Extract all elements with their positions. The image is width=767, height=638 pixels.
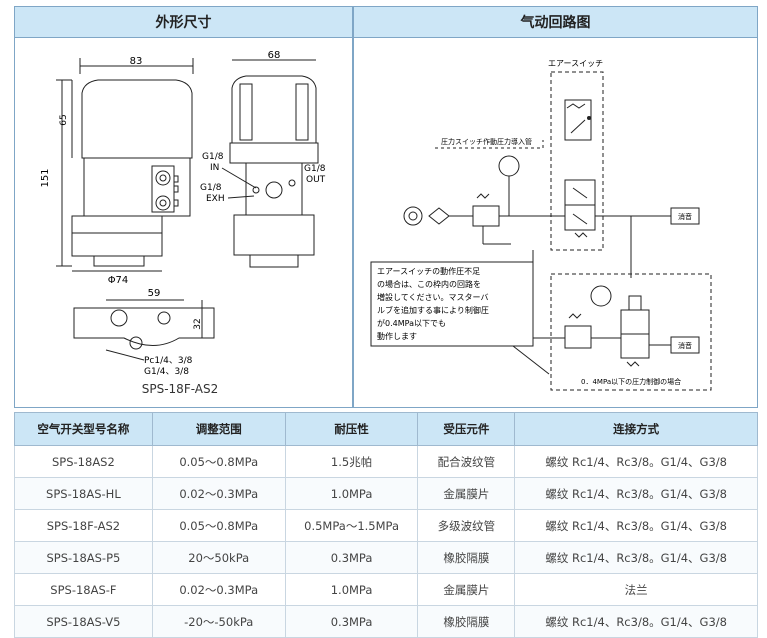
out-port-size: G1/8	[304, 164, 326, 174]
bottom-view: 59 32 Pc1/4、3/8 G1/4、3/8	[73, 288, 215, 377]
note-line-1: エアースイッチの動作圧不足	[377, 266, 480, 276]
model-caption: SPS-18F-AS2	[141, 382, 219, 396]
cell-model: SPS-18AS-P5	[14, 541, 153, 574]
cell-pressure: 0.3MPa	[284, 605, 419, 638]
table-row: SPS-18AS2 0.05～0.8MPa 1.5兆帕 配合波纹管 螺纹 Rc1…	[14, 445, 758, 478]
out-port-label: OUT	[306, 175, 326, 185]
dim-side: 32	[193, 318, 203, 329]
cell-element: 配合波纹管	[417, 445, 516, 478]
cell-element: 多级波纹管	[417, 509, 516, 542]
cell-connection: 螺纹 Rc1/4、Rc3/8。G1/4、G3/8	[514, 541, 758, 574]
air-switch-label: エアースイッチ	[548, 59, 603, 68]
note-line-3: 増設してください。マスターバ	[377, 292, 488, 302]
cell-pressure: 1.0MPa	[284, 477, 419, 510]
dim-width-bottom: 59	[148, 288, 161, 299]
header-element: 受压元件	[417, 412, 516, 446]
cell-pressure: 0.3MPa	[284, 541, 419, 574]
dim-height-cap: 65	[59, 114, 69, 125]
exh-port-size: G1/8	[200, 183, 222, 193]
cell-connection: 螺纹 Rc1/4、Rc3/8。G1/4、G3/8	[514, 477, 758, 510]
dim-height-total: 151	[40, 168, 51, 187]
note-line-5: が0.4MPa以下でも	[377, 318, 446, 328]
cell-model: SPS-18F-AS2	[14, 509, 153, 542]
cell-range: 20～50kPa	[151, 541, 286, 574]
table-row: SPS-18AS-F 0.02～0.3MPa 1.0MPa 金属膜片 法兰	[14, 573, 758, 606]
circuit-diagram: エアースイッチ 圧力スイッチ作動圧力導入管 消音	[370, 59, 712, 391]
header-connection: 连接方式	[514, 412, 758, 446]
cell-connection: 螺纹 Rc1/4、Rc3/8。G1/4、G3/8	[514, 605, 758, 638]
header-model: 空气开关型号名称	[14, 412, 153, 446]
cell-connection: 螺纹 Rc1/4、Rc3/8。G1/4、G3/8	[514, 509, 758, 542]
note-text: エアースイッチの動作圧不足 の場合は、この枠内の回路を 増設してください。マスタ…	[377, 266, 491, 341]
cell-pressure: 0.5MPa～1.5MPa	[284, 509, 419, 542]
dimension-drawing: 83 151 65 Φ74 68	[40, 50, 326, 377]
spec-table: 空气开关型号名称 调整范围 耐压性 受压元件 连接方式 SPS-18AS2 0.…	[14, 412, 758, 638]
dim-width-top: 83	[130, 56, 143, 67]
table-header-row: 空气开关型号名称 调整范围 耐压性 受压元件 连接方式	[14, 412, 758, 446]
cell-model: SPS-18AS2	[14, 445, 153, 478]
in-port-size: G1/8	[202, 152, 224, 162]
cell-range: 0.05～0.8MPa	[151, 445, 286, 478]
cell-element: 金属膜片	[417, 477, 516, 510]
note-line-4: ルブを追加する事により制御圧	[377, 305, 489, 315]
dim-width-side: 68	[268, 50, 281, 61]
port-label-g: G1/4、3/8	[144, 367, 189, 377]
table-row: SPS-18AS-V5 -20～-50kPa 0.3MPa 橡胶隔膜 螺纹 Rc…	[14, 605, 758, 638]
cell-connection: 法兰	[514, 573, 758, 606]
cell-element: 金属膜片	[417, 573, 516, 606]
dim-diameter: Φ74	[108, 275, 129, 286]
front-view: 83 151 65 Φ74	[40, 56, 194, 286]
note-line-6: 動作します	[377, 331, 417, 341]
port-label-pc: Pc1/4、3/8	[144, 356, 193, 366]
low-pressure-note: 0．4MPa以下の圧力制御の場合	[581, 377, 681, 386]
in-port-label: IN	[210, 163, 219, 173]
cell-range: -20～-50kPa	[151, 605, 286, 638]
header-range: 调整范围	[151, 412, 286, 446]
cell-element: 橡胶隔膜	[417, 541, 516, 574]
exh-port-label: EXH	[206, 194, 225, 204]
cell-range: 0.02～0.3MPa	[151, 477, 286, 510]
pressure-pipe-label: 圧力スイッチ作動圧力導入管	[441, 137, 532, 146]
muffler-2: 消音	[678, 341, 692, 350]
cell-model: SPS-18AS-V5	[14, 605, 153, 638]
circuit-panel-title: 气动回路图	[353, 6, 758, 38]
cell-range: 0.05～0.8MPa	[151, 509, 286, 542]
muffler-1: 消音	[678, 212, 692, 221]
cell-model: SPS-18AS-F	[14, 573, 153, 606]
cell-pressure: 1.5兆帕	[284, 445, 419, 478]
table-row: SPS-18F-AS2 0.05～0.8MPa 0.5MPa～1.5MPa 多级…	[14, 509, 758, 542]
cell-model: SPS-18AS-HL	[14, 477, 153, 510]
note-line-2: の場合は、この枠内の回路を	[377, 279, 481, 289]
cell-range: 0.02～0.3MPa	[151, 573, 286, 606]
cell-element: 橡胶隔膜	[417, 605, 516, 638]
header-pressure: 耐压性	[284, 412, 419, 446]
cell-pressure: 1.0MPa	[284, 573, 419, 606]
table-row: SPS-18AS-P5 20～50kPa 0.3MPa 橡胶隔膜 螺纹 Rc1/…	[14, 541, 758, 574]
table-row: SPS-18AS-HL 0.02～0.3MPa 1.0MPa 金属膜片 螺纹 R…	[14, 477, 758, 510]
cell-connection: 螺纹 Rc1/4、Rc3/8。G1/4、G3/8	[514, 445, 758, 478]
dimension-panel-title: 外形尺寸	[14, 6, 353, 38]
side-view: 68 G1/8 IN G1/8 OUT G1/8 EXH	[200, 50, 326, 268]
